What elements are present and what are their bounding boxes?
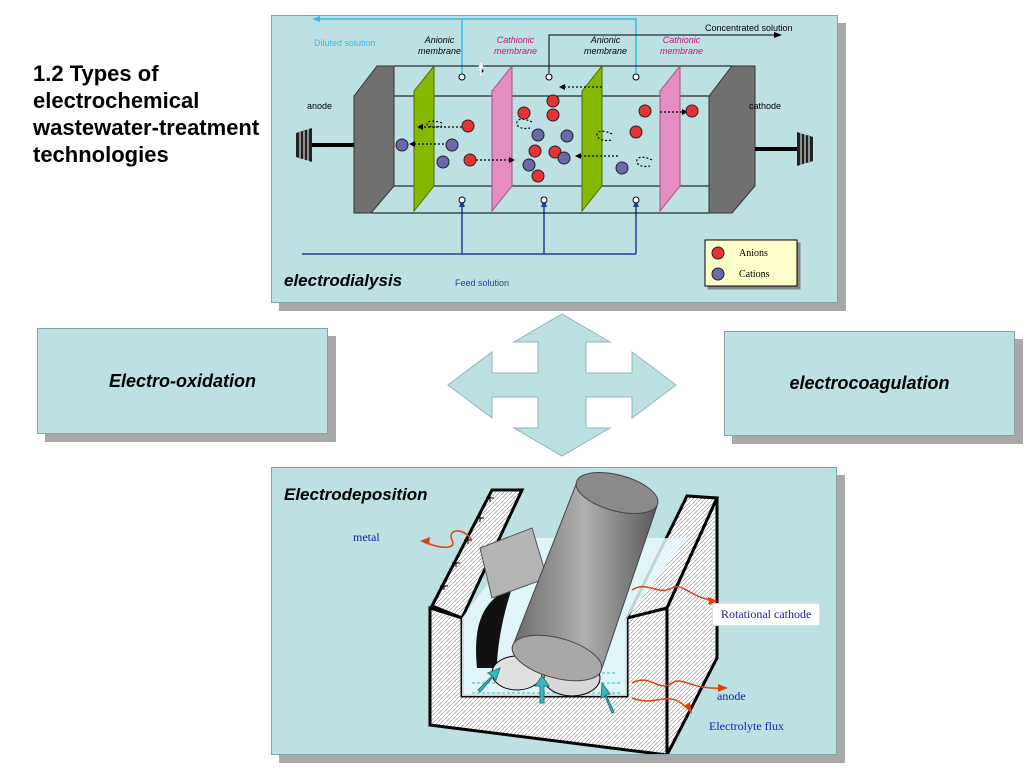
flux-arrow-icons [477, 667, 615, 714]
anions-legend-label: Anions [739, 248, 768, 259]
diluted-arrowhead [312, 16, 320, 22]
electro-oxidation-label: Electro-oxidation [108, 370, 256, 391]
electrocoagulation-label: electrocoagulation [789, 373, 950, 393]
cathode-electrode [708, 65, 756, 214]
diluted-solution-label: Diluted solution [314, 38, 376, 48]
anode-terminal-icon [296, 128, 354, 162]
electrodialysis-title: electrodialysis [284, 271, 403, 290]
anode-electrode [353, 65, 395, 214]
membrane-label-3: Anionic membrane [584, 35, 628, 56]
slide-title: 1.2 Types of electrochemical wastewater-… [33, 61, 260, 167]
electro-oxidation-box: Electro-oxidation [37, 328, 328, 434]
cell-right-side [665, 497, 719, 754]
rotational-cathode-label: Rotational cathode [712, 603, 821, 626]
cathionic-membrane-2 [659, 64, 681, 213]
electrodialysis-diagram [296, 16, 813, 287]
feed-solution-label: Feed solution [455, 278, 510, 288]
cation-legend-icon [711, 267, 725, 281]
anion-particles [461, 94, 699, 183]
cathode-terminal-icon [755, 132, 813, 166]
membrane-label-2: Cathionic membrane [494, 35, 538, 56]
concentrated-solution-label: Concentrated solution [705, 23, 793, 33]
cation-particles [395, 128, 629, 175]
metal-label: metal [353, 530, 380, 544]
anode-label-deposition: anode [717, 689, 746, 703]
anion-legend-icon [711, 246, 725, 260]
membrane-label-4: Cathionic membrane [660, 35, 704, 56]
anionic-membrane-1 [413, 64, 435, 213]
membrane-label-1: Anionic membrane [418, 35, 462, 56]
electrolyte-flux-label: Electrolyte flux [709, 719, 784, 733]
anode-label: anode [307, 101, 333, 111]
electrocoagulation-box: electrocoagulation [724, 331, 1015, 436]
concentrated-solution-line [548, 34, 777, 73]
cathode-label: cathode [749, 101, 782, 111]
electrodeposition-title: Electrodeposition [284, 485, 428, 504]
diluted-solution-line [317, 18, 637, 73]
electrodialysis-panel: Diluted solution Concentrated solution F… [271, 15, 838, 303]
cathionic-membrane-1 [491, 64, 513, 213]
cations-legend-label: Cations [739, 269, 770, 280]
rotational-cathode-cylinder [511, 471, 659, 682]
electrodeposition-diagram [420, 471, 728, 754]
anionic-membrane-2 [581, 64, 603, 213]
four-way-arrow-icon [447, 313, 677, 457]
electrodeposition-panel: Electrodeposition metal Rotational catho… [271, 467, 837, 755]
